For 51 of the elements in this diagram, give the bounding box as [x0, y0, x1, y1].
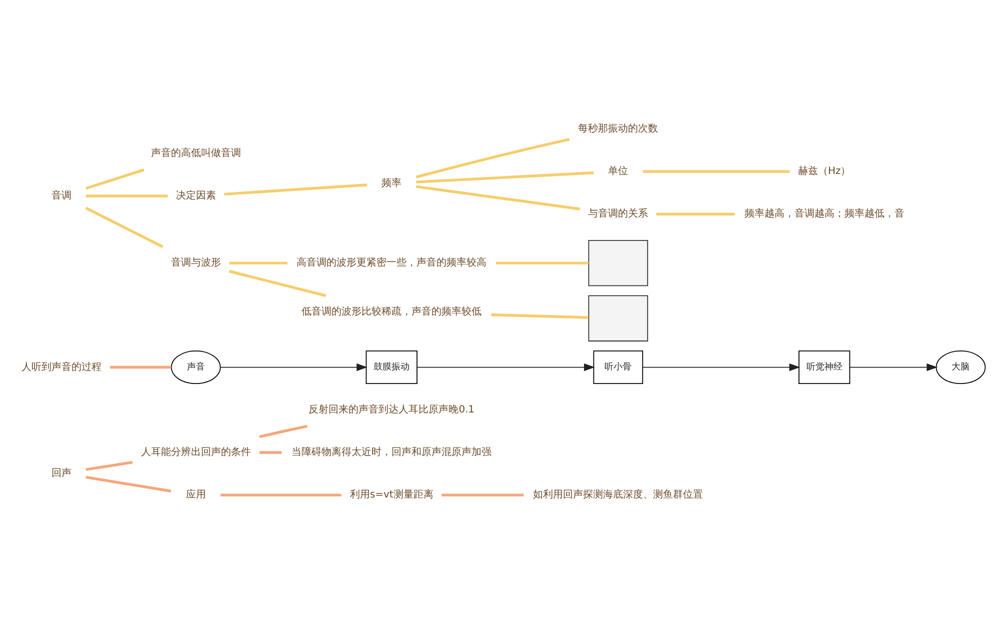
node-text: 回声 — [51, 468, 72, 479]
arrow — [849, 363, 938, 372]
node-text: 与音调的关系 — [588, 208, 648, 220]
node-text: 利用s=vt测量距离 — [350, 490, 434, 501]
node-text: 声音的高低叫做音调 — [150, 148, 241, 159]
node-text: 当障碍物离得太近时，回声和原声混原声加强 — [292, 447, 492, 458]
connector — [259, 424, 308, 438]
node-ellipse: 大脑 — [936, 350, 986, 384]
node-text: 单位 — [608, 166, 628, 178]
node-text: 人耳能分辨出回声的条件 — [140, 447, 251, 458]
connector — [416, 171, 594, 184]
node-box: 鼓膜振动 — [366, 350, 418, 384]
node-text: 赫兹（Hz） — [798, 166, 851, 178]
node-box: 听觉神经 — [798, 350, 850, 384]
connector — [86, 476, 172, 492]
connector — [442, 494, 524, 496]
node-box: 听小骨 — [593, 350, 644, 384]
connector — [491, 313, 589, 319]
node-text: 应用 — [186, 490, 206, 501]
node-text: 高音调的波形更紧密一些，声音的频率较高 — [296, 258, 487, 269]
connector — [224, 184, 368, 196]
node-box — [588, 240, 648, 286]
arrow — [220, 363, 368, 372]
connector — [259, 451, 282, 454]
node-text: 音调 — [51, 190, 72, 202]
arrow — [642, 363, 800, 372]
connector — [416, 138, 570, 178]
node-text: 决定因素 — [176, 190, 216, 202]
node-text: 每秒那振动的次数 — [578, 123, 658, 134]
connector — [86, 460, 133, 471]
connector — [228, 270, 326, 297]
node-text: 低音调的波形比较稀疏，声音的频率较低 — [302, 306, 482, 318]
connector — [656, 212, 735, 216]
connector — [416, 185, 580, 210]
connector — [229, 262, 288, 264]
connector — [642, 170, 790, 173]
connector — [110, 366, 172, 369]
connector — [220, 494, 342, 496]
connector — [496, 262, 589, 264]
connector — [85, 206, 164, 248]
node-text: 频率 — [382, 178, 402, 189]
connector — [86, 194, 168, 198]
arrow — [416, 363, 595, 372]
connector — [86, 168, 144, 190]
node-ellipse: 声音 — [170, 350, 221, 384]
node-text: 音调与波形 — [170, 258, 221, 269]
node-text: 反射回来的声音到达人耳比原声晚0.1 — [308, 404, 475, 416]
node-text: 人听到声音的过程 — [21, 362, 102, 373]
node-text: 如利用回声探测海底深度、测鱼群位置 — [533, 490, 704, 501]
node-text: 频率越高，音调越高；频率越低，音 — [744, 208, 904, 220]
node-box — [588, 295, 648, 342]
